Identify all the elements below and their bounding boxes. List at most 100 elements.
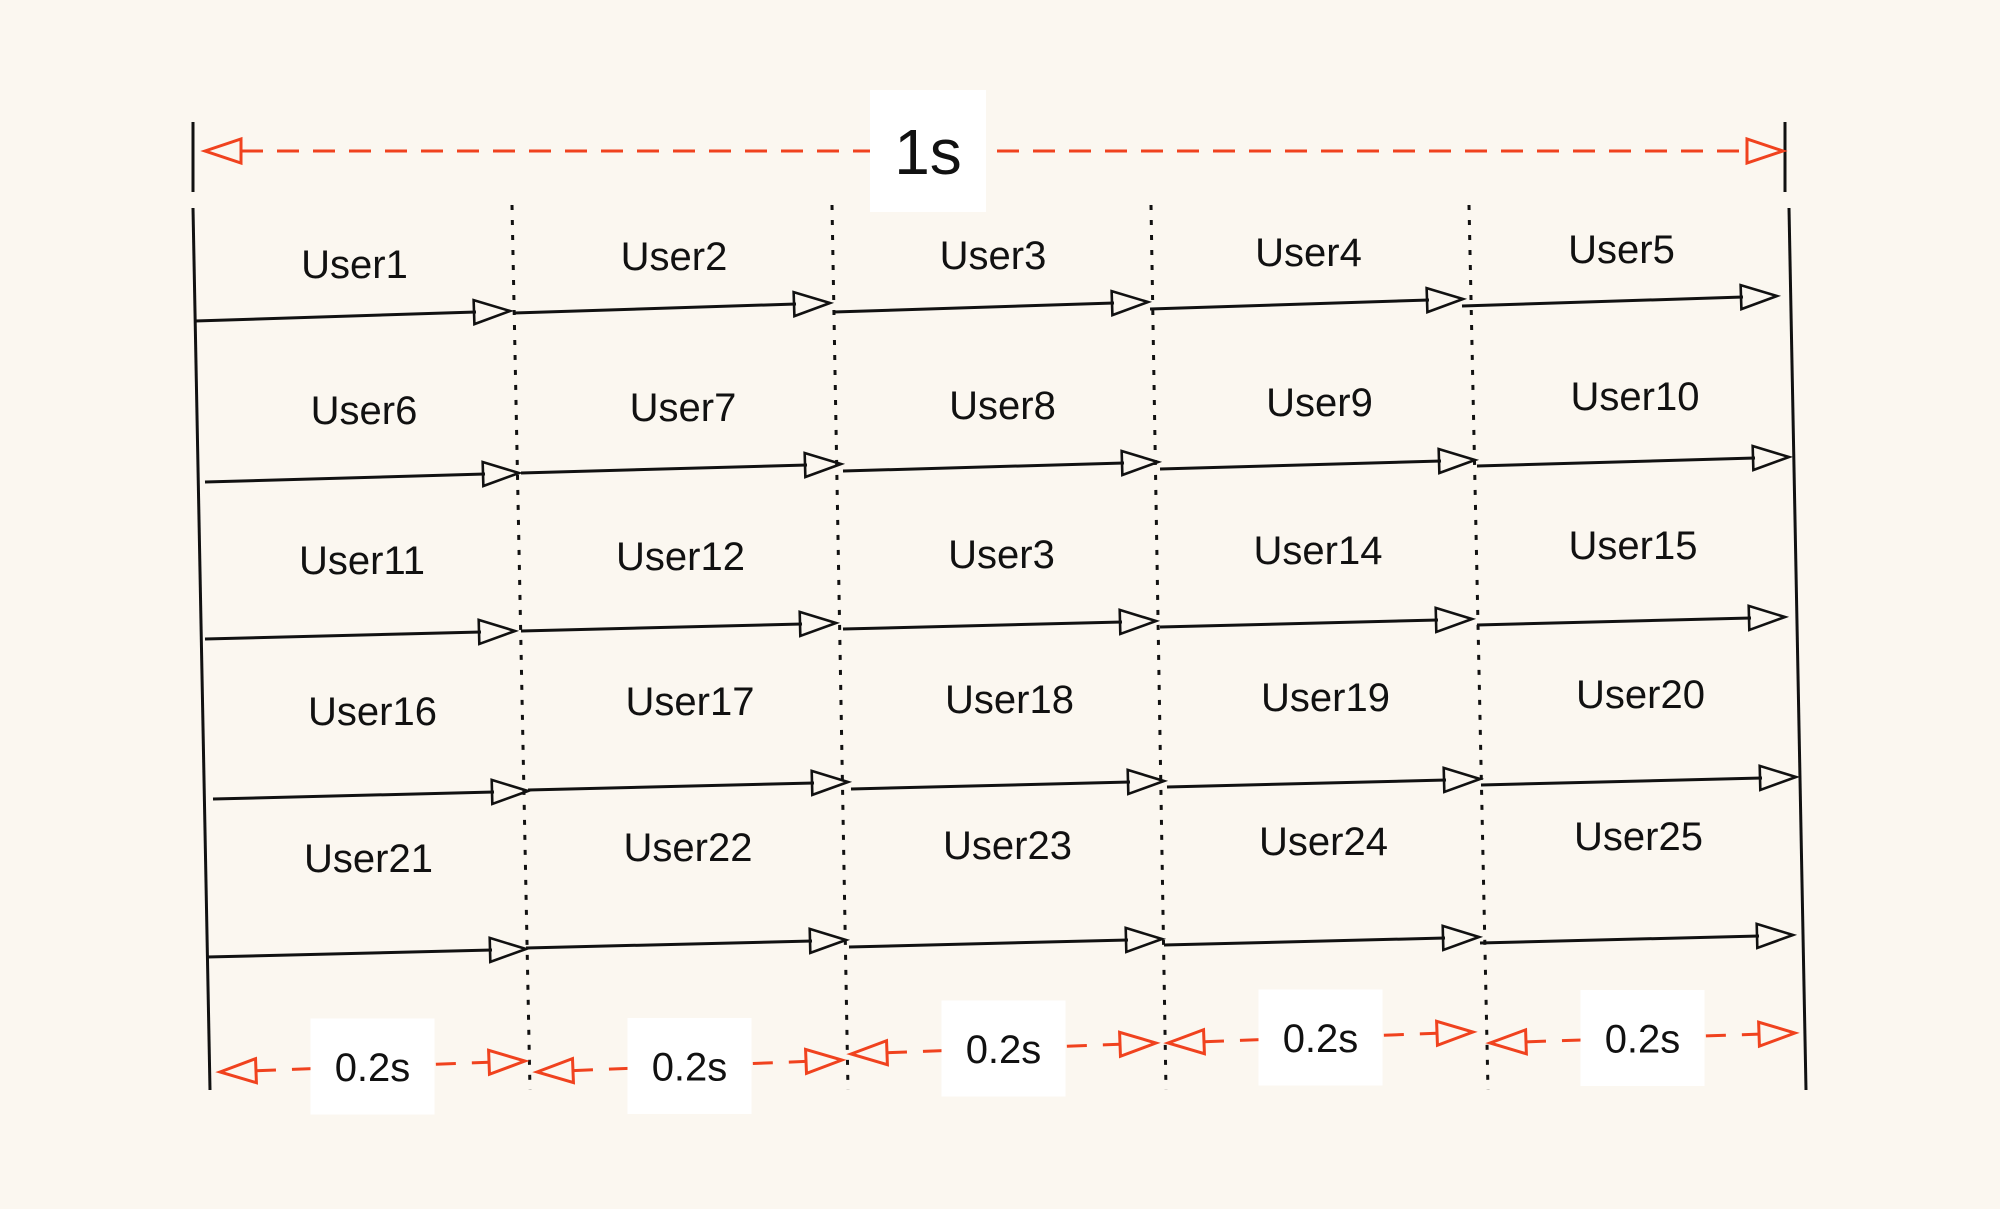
request-line <box>204 630 482 641</box>
arrowhead-icon <box>803 451 846 479</box>
request-line <box>850 780 1131 791</box>
request-line <box>525 939 813 950</box>
user-label: User4 <box>1255 231 1362 275</box>
user-label: User20 <box>1576 673 1705 717</box>
arrowhead-icon <box>1758 764 1801 792</box>
request-line <box>848 938 1129 949</box>
arrowhead-icon <box>792 290 835 318</box>
arrowhead-icon <box>810 769 853 797</box>
right-arrowhead-icon <box>1757 1020 1800 1049</box>
user-label: User9 <box>1266 381 1373 425</box>
user-request-arrow: User15 <box>1476 524 1790 632</box>
user-request-arrow: User12 <box>520 535 841 638</box>
user-label: User10 <box>1571 375 1700 419</box>
user-request-arrow: User23 <box>848 824 1167 954</box>
user-label: User8 <box>949 384 1056 428</box>
request-line <box>527 781 815 792</box>
arrowhead-icon <box>1110 289 1153 317</box>
arrowhead-icon <box>1124 926 1167 954</box>
user-request-arrow: User5 <box>1461 228 1782 311</box>
total-duration-arrow: 1s <box>200 90 1788 212</box>
right-arrowhead-icon <box>1745 136 1788 166</box>
left-arrowhead-icon <box>532 1056 576 1085</box>
left-arrowhead-icon <box>1163 1027 1206 1056</box>
request-line <box>1159 459 1442 471</box>
interval-label: 0.2s <box>966 1028 1042 1072</box>
label-box <box>310 1018 435 1115</box>
user-label: User11 <box>299 539 425 583</box>
left-arrowhead-icon <box>215 1056 258 1085</box>
user-request-arrow: User7 <box>520 386 846 479</box>
user-label: User25 <box>1574 815 1703 859</box>
user-request-arrow: User9 <box>1159 381 1480 475</box>
user-request-arrow: User8 <box>842 384 1163 477</box>
label-box <box>1258 989 1383 1086</box>
request-line <box>1479 934 1760 945</box>
arrowhead-icon <box>1755 922 1798 950</box>
arrowhead-icon <box>1442 766 1485 794</box>
user-request-arrow: User21 <box>206 837 531 964</box>
user-label: User3 <box>940 234 1047 278</box>
request-line <box>1163 936 1446 947</box>
request-line <box>206 948 493 959</box>
total-duration-label: 1s <box>894 116 962 188</box>
user-request-arrow: User22 <box>525 826 851 955</box>
right-arrowhead-icon <box>1435 1019 1478 1048</box>
right-arrowhead-icon <box>803 1047 847 1076</box>
user-label: User3 <box>948 533 1055 577</box>
label-box <box>627 1018 752 1114</box>
request-line <box>1476 456 1756 468</box>
interval-divider-2 <box>830 204 850 1091</box>
arrowhead-icon <box>477 618 520 646</box>
request-line <box>842 620 1123 631</box>
user-label: User15 <box>1569 524 1698 568</box>
request-line <box>194 310 477 323</box>
user-label: User5 <box>1568 228 1675 272</box>
request-line <box>204 472 486 484</box>
user-label: User6 <box>311 389 418 433</box>
request-line <box>1480 776 1763 787</box>
interval-duration-arrows: 0.2s 0.2s 0.2s 0.2s 0.2s <box>215 989 1800 1115</box>
user-label: User19 <box>1261 676 1390 720</box>
time-boundaries <box>191 122 1808 1091</box>
arrowhead-icon <box>472 298 515 326</box>
interval-label: 0.2s <box>335 1046 411 1090</box>
arrowhead-icon <box>488 936 531 964</box>
user-request-arrow: User16 <box>212 690 533 806</box>
request-line <box>833 301 1115 314</box>
interval-span-2: 0.2s <box>532 1018 847 1114</box>
interval-label: 0.2s <box>652 1045 728 1089</box>
arrowhead-icon <box>1118 608 1161 636</box>
request-line <box>1159 618 1439 629</box>
arrowhead-icon <box>1425 286 1468 314</box>
user-label: User1 <box>301 243 408 287</box>
user-request-arrow: User18 <box>850 678 1169 796</box>
user-request-arrow: User10 <box>1476 375 1794 472</box>
request-line <box>1476 616 1752 627</box>
start-boundary-line <box>191 207 212 1091</box>
arrowhead-icon <box>1120 449 1163 477</box>
arrowhead-icon <box>1437 447 1480 475</box>
request-line <box>1461 295 1744 308</box>
label-box <box>941 1000 1066 1097</box>
arrowhead-icon <box>1739 283 1782 311</box>
interval-divider-1 <box>510 204 532 1091</box>
interval-label: 0.2s <box>1283 1017 1359 1061</box>
request-line <box>520 463 808 475</box>
user-request-arrow: User19 <box>1166 676 1485 794</box>
arrowhead-icon <box>1126 768 1169 796</box>
arrowhead-icon <box>1747 604 1790 632</box>
label-box <box>870 90 986 212</box>
user-request-arrow: User11 <box>204 539 520 646</box>
user-request-arrow: User2 <box>513 235 835 318</box>
arrowhead-icon <box>490 778 533 806</box>
interval-label: 0.2s <box>1605 1017 1681 1061</box>
interval-span-4: 0.2s <box>1163 989 1478 1086</box>
interval-divider-3 <box>1149 204 1168 1091</box>
user-label: User7 <box>630 386 737 430</box>
user-label: User21 <box>304 837 433 881</box>
user-row-1: User1 User2 User3 User4 User5 <box>194 228 1782 326</box>
